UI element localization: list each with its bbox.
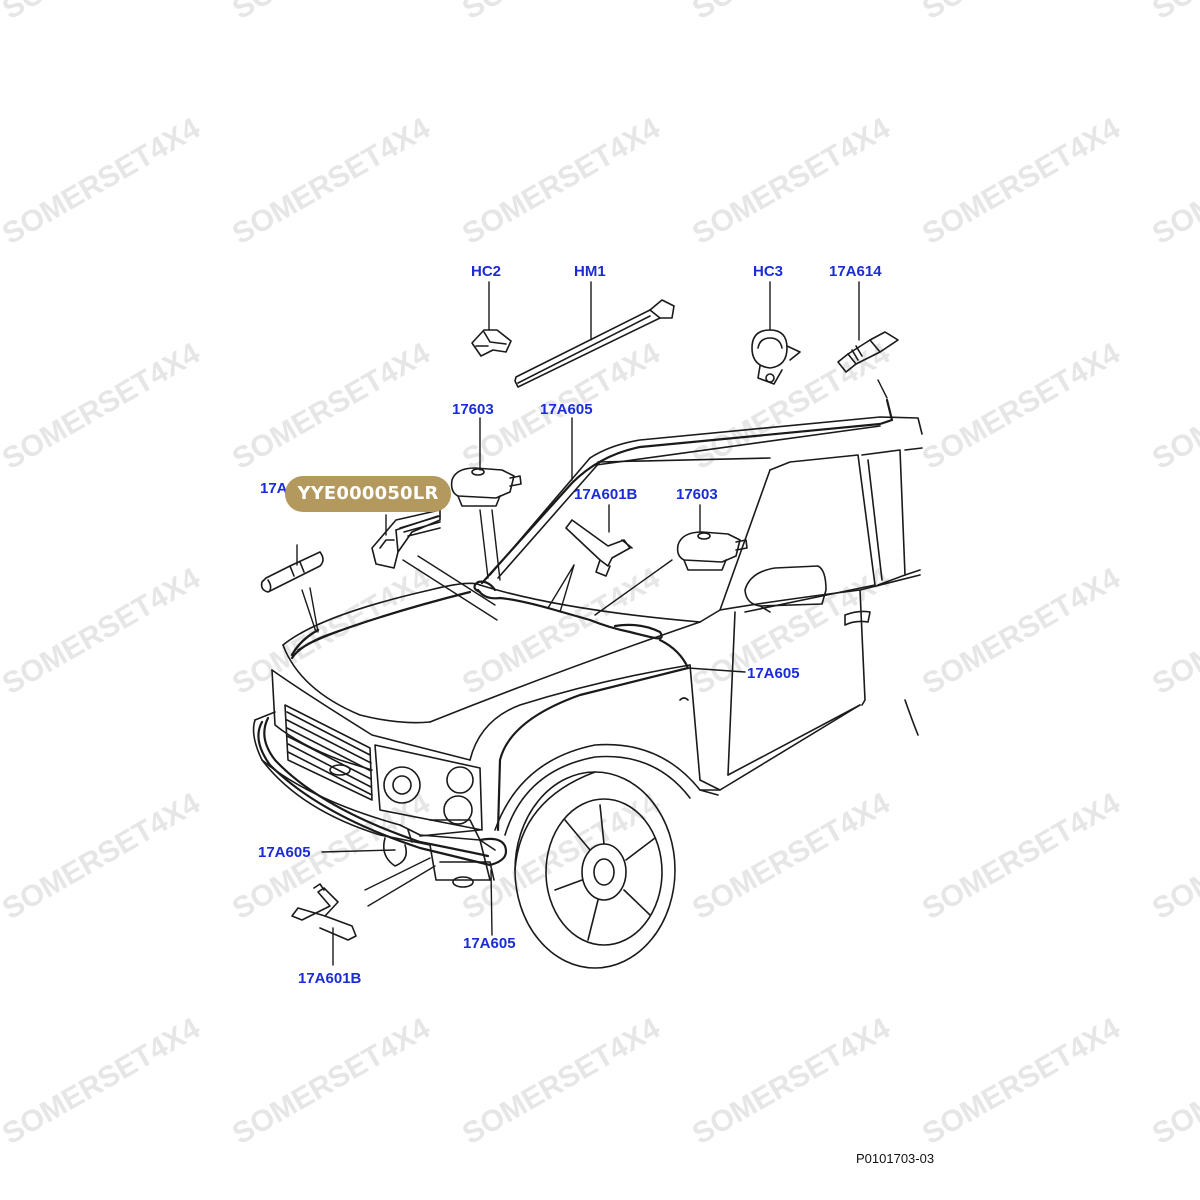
watermark-text: SOMERSET4X4 [687, 1011, 896, 1151]
watermark-text: SOMERSET4X4 [917, 561, 1126, 701]
callout-hc2[interactable]: HC2 [471, 263, 502, 280]
watermark-text: SOMERSET4X4 [0, 111, 206, 251]
17a601b-y-piece-top [565, 519, 633, 577]
watermark-text: SOMERSET4X4 [917, 786, 1126, 926]
watermark-text: SOMERSET4X4 [227, 111, 436, 251]
callout-17a601b-bottom[interactable]: 17A601B [298, 970, 362, 987]
watermark-text: SOMERSET4X4 [687, 111, 896, 251]
callout-17a605-right[interactable]: 17A605 [747, 665, 800, 682]
watermark-text: SOMERSET4X4 [917, 336, 1126, 476]
watermark-text: SOMERSET4X4 [227, 336, 436, 476]
watermark-text: SOMERSET4X4 [1147, 786, 1200, 926]
callout-17a605-top[interactable]: 17A605 [540, 401, 593, 418]
highlighted-part-badge[interactable]: YYE000050LR [285, 476, 451, 512]
watermark-text: SOMERSET4X4 [457, 111, 666, 251]
watermark-text: SOMERSET4X4 [1147, 336, 1200, 476]
hm1-cable-tie [514, 299, 675, 388]
17603-jet-right [676, 531, 748, 571]
washer-hose-routing [257, 398, 894, 867]
leader-lines [296, 281, 888, 966]
diagram-code: P0101703-03 [856, 1151, 935, 1166]
watermark-text: SOMERSET4X4 [457, 0, 666, 26]
callout-17a605-bottom[interactable]: 17A605 [463, 935, 516, 952]
hc2-clip [471, 329, 512, 357]
watermark-text: SOMERSET4X4 [1147, 1011, 1200, 1151]
watermark-text: SOMERSET4X4 [0, 0, 206, 26]
watermark-text: SOMERSET4X4 [1147, 111, 1200, 251]
watermark-text: SOMERSET4X4 [227, 561, 436, 701]
17a601b-y-piece-bottom [291, 883, 357, 941]
hc3-clip [751, 329, 801, 385]
watermark-text: SOMERSET4X4 [917, 111, 1126, 251]
callout-hc3[interactable]: HC3 [753, 263, 784, 280]
17a614-connector [837, 331, 899, 373]
watermark-text: SOMERSET4X4 [227, 1011, 436, 1151]
callout-17603-right[interactable]: 17603 [676, 486, 718, 503]
watermark-text: SOMERSET4X4 [0, 336, 206, 476]
watermark-text: SOMERSET4X4 [0, 786, 206, 926]
callout-hm1[interactable]: HM1 [574, 263, 606, 280]
watermark-text: SOMERSET4X4 [0, 1011, 206, 1151]
watermark-text: SOMERSET4X4 [227, 0, 436, 26]
watermark-text: SOMERSET4X4 [0, 561, 206, 701]
vehicle-body [252, 416, 923, 969]
callout-17a614[interactable]: 17A614 [829, 263, 882, 280]
watermark-text: SOMERSET4X4 [1147, 561, 1200, 701]
17603-jet-left [450, 467, 522, 507]
watermark-text: SOMERSET4X4 [917, 0, 1126, 26]
watermark-text: SOMERSET4X4 [917, 1011, 1126, 1151]
callout-17603-left[interactable]: 17603 [452, 401, 494, 418]
watermark-text: SOMERSET4X4 [457, 1011, 666, 1151]
17a-connector-left [260, 551, 324, 593]
callout-17a605-left[interactable]: 17A605 [258, 844, 311, 861]
watermark-text: SOMERSET4X4 [1147, 0, 1200, 26]
watermark-text: SOMERSET4X4 [687, 786, 896, 926]
watermark-text: SOMERSET4X4 [687, 0, 896, 26]
callout-17a-partial[interactable]: 17A [260, 480, 288, 497]
yye000050lr-bracket [371, 509, 441, 569]
callout-17a601b-top[interactable]: 17A601B [574, 486, 638, 503]
